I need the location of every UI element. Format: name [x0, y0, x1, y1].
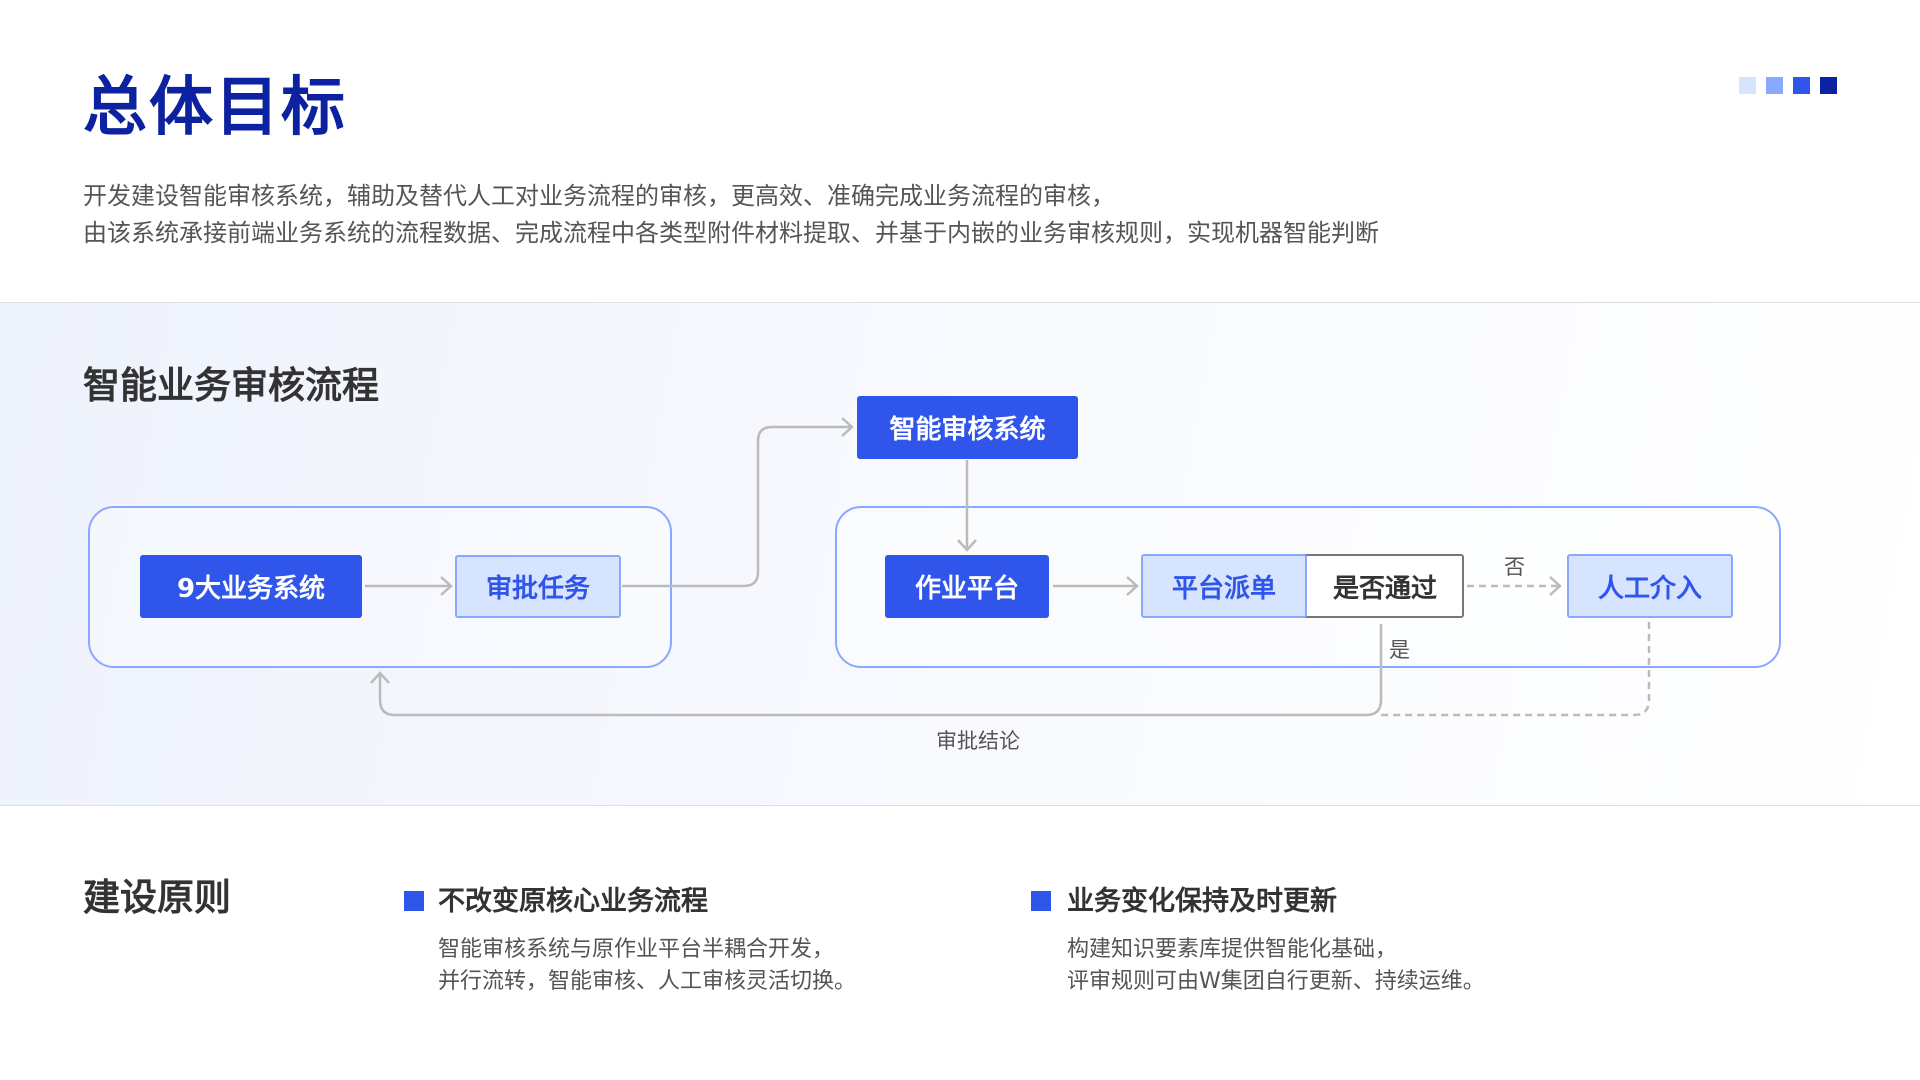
node-work-platform: 作业平台: [885, 555, 1049, 618]
principle-1-heading: 不改变原核心业务流程: [438, 886, 708, 917]
label-yes: 是: [1389, 638, 1410, 662]
decor-square-2: [1766, 77, 1783, 94]
node-approval-task: 审批任务: [455, 555, 621, 618]
principle-2-heading: 业务变化保持及时更新: [1067, 886, 1337, 917]
principle-1-line-2: 并行流转，智能审核、人工审核灵活切换。: [438, 969, 857, 994]
bullet-square: [404, 891, 424, 911]
arrow-manual-conclusion: [1381, 622, 1651, 717]
arrow-platform-to-dispatch: [1053, 576, 1139, 596]
decor-square-3: [1793, 77, 1810, 94]
principles-title: 建设原则: [83, 876, 231, 919]
node-dispatch: 平台派单: [1141, 554, 1307, 618]
node-ai-review-system: 智能审核系统: [857, 396, 1078, 459]
principle-1-line-1: 智能审核系统与原作业平台半耦合开发，: [438, 937, 835, 962]
arrow-yes-conclusion: [370, 624, 1383, 717]
principle-2-line-2: 评审规则可由W集团自行更新、持续运维。: [1067, 969, 1485, 994]
intro-line-1: 开发建设智能审核系统，辅助及替代人工对业务流程的审核，更高效、准确完成业务流程的…: [83, 182, 1115, 210]
label-conclusion: 审批结论: [936, 729, 1020, 753]
arrow-task-to-ai: [622, 417, 854, 588]
principle-2-line-1: 构建知识要素库提供智能化基础，: [1067, 937, 1398, 962]
node-manual: 人工介入: [1567, 554, 1733, 618]
page-title: 总体目标: [83, 71, 347, 145]
node-pass-check: 是否通过: [1300, 554, 1464, 618]
intro-line-2: 由该系统承接前端业务系统的流程数据、完成流程中各类型附件材料提取、并基于内嵌的业…: [83, 219, 1379, 247]
bullet-square: [1031, 891, 1051, 911]
decor-square-1: [1739, 77, 1756, 94]
node-business-systems: 9大业务系统: [140, 555, 362, 618]
arrow-business-to-task: [365, 576, 453, 596]
flow-title: 智能业务审核流程: [83, 364, 379, 407]
label-no: 否: [1504, 555, 1525, 579]
arrow-ai-to-platform: [957, 460, 977, 552]
decor-square-4: [1820, 77, 1837, 94]
